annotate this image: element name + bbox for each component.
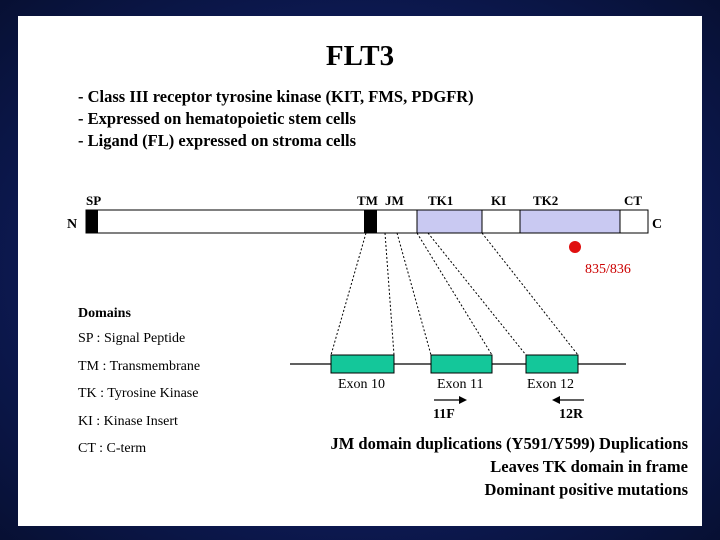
tk2-segment <box>519 209 621 234</box>
projection-line <box>330 232 367 356</box>
projection-lines <box>330 232 579 356</box>
reverse-primer-label: 12R <box>559 407 584 422</box>
exon-10-box <box>330 354 395 374</box>
exon-11-label: Exon 11 <box>437 377 484 392</box>
projection-line <box>427 232 527 356</box>
ct-label: CT <box>624 193 642 208</box>
domain-item: TK : Tyrosine Kinase <box>78 386 199 401</box>
tk2-label: TK2 <box>533 193 558 208</box>
tk1-segment <box>416 209 483 234</box>
c-terminus-label: C <box>652 217 662 232</box>
domains-header: Domains <box>78 306 131 321</box>
domains-legend: Domains SP : Signal Peptide TM : Transme… <box>78 306 200 469</box>
bullet-item: - Expressed on hematopoietic stem cells <box>78 109 356 128</box>
domain-item: SP : Signal Peptide <box>78 331 186 346</box>
projection-line <box>481 232 579 356</box>
mutation-label: 835/836 <box>585 262 631 277</box>
projection-line <box>384 232 395 356</box>
forward-primer-label: 11F <box>433 407 455 422</box>
summary-text: JM domain duplications (Y591/Y599) Dupli… <box>330 432 688 501</box>
reverse-arrow-head <box>552 396 560 404</box>
sp-segment <box>86 210 98 233</box>
domain-item: CT : C-term <box>78 441 147 456</box>
exon-11-box <box>430 354 493 374</box>
sp-label: SP <box>86 193 101 208</box>
domain-item: KI : Kinase Insert <box>78 413 178 429</box>
tm-label: TM <box>357 193 378 208</box>
exon-12-box <box>525 354 579 374</box>
domain-item: TM : Transmembrane <box>78 358 201 374</box>
forward-arrow-head <box>459 396 467 404</box>
slide-panel <box>18 16 702 526</box>
exon-10-label: Exon 10 <box>338 377 385 392</box>
projection-line <box>416 232 493 356</box>
jm-label: JM <box>385 193 404 208</box>
ki-label: KI <box>491 193 506 208</box>
projection-line <box>396 232 432 356</box>
tk1-label: TK1 <box>428 193 453 208</box>
summary-line: JM domain duplications (Y591/Y599) Dupli… <box>330 434 688 453</box>
summary-line: Dominant positive mutations <box>484 480 688 499</box>
tm-segment <box>364 210 377 233</box>
n-terminus-label: N <box>67 217 77 232</box>
summary-line: Leaves TK domain in frame <box>490 457 688 476</box>
mutation-dot <box>569 241 581 253</box>
exon-12-label: Exon 12 <box>527 377 574 392</box>
bullet-list: - Class III receptor tyrosine kinase (KI… <box>78 86 474 152</box>
bullet-item: - Ligand (FL) expressed on stroma cells <box>78 131 357 150</box>
bullet-item: - Class III receptor tyrosine kinase (KI… <box>78 87 474 106</box>
slide-title: FLT3 <box>325 40 395 72</box>
